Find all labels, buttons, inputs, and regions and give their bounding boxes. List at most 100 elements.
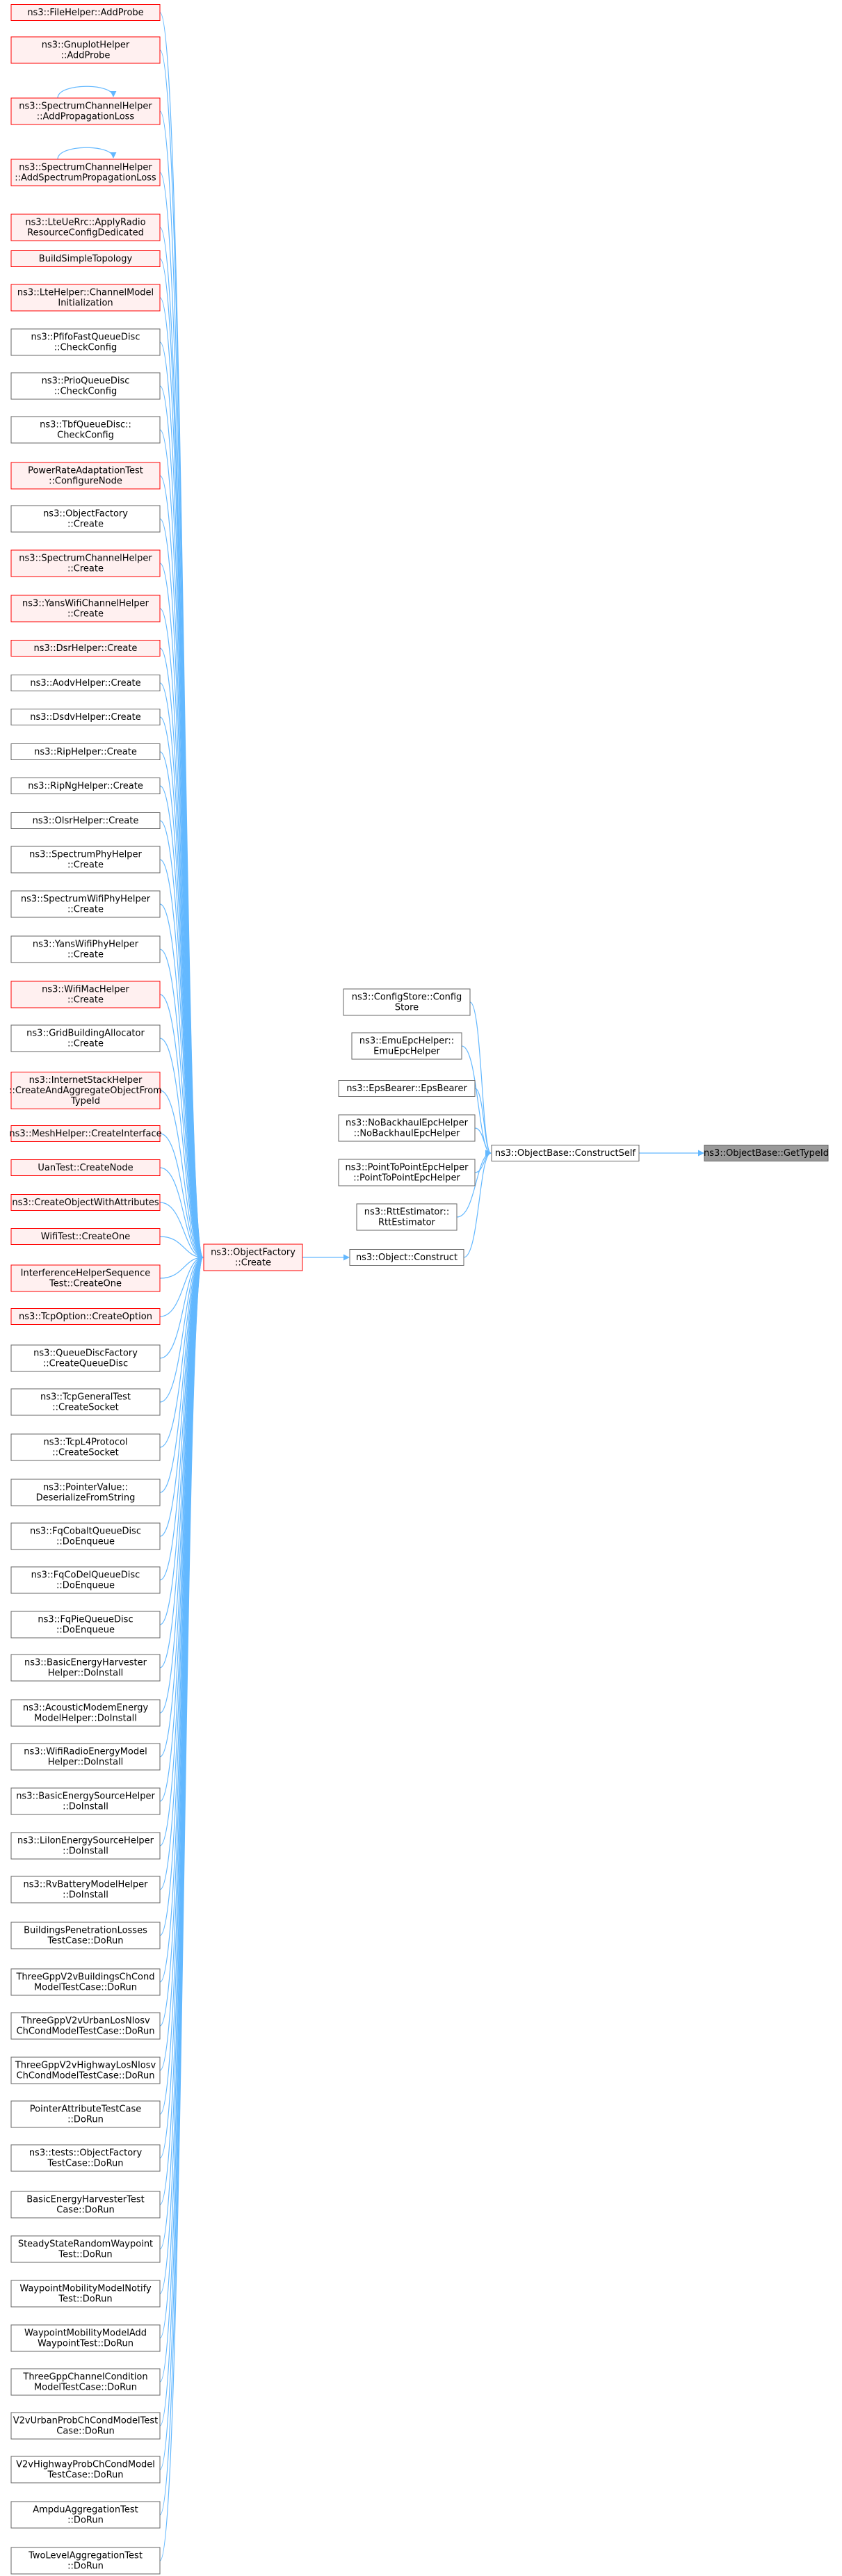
node-label-c42-line-0: ns3::BasicEnergySourceHelper: [16, 1792, 155, 1802]
edge-c25-to-ofcreate: [159, 1090, 204, 1261]
node-c45[interactable]: BuildingsPenetrationLossesTestCase::DoRu…: [10, 1922, 161, 1949]
node-nobackhaul[interactable]: ns3::NoBackhaulEpcHelper::NoBackhaulEpcH…: [338, 1114, 476, 1142]
node-c58[interactable]: AmpduAggregationTest::DoRun: [10, 2501, 161, 2529]
node-c18[interactable]: ns3::RipNgHelper::Create: [10, 778, 161, 794]
node-c49[interactable]: PointerAttributeTestCase::DoRun: [10, 2100, 161, 2128]
node-c4[interactable]: ns3::LteUeRrc::ApplyRadioResourceConfigD…: [10, 214, 161, 241]
node-label-c56-line-1: Case::DoRun: [56, 2426, 114, 2437]
node-cself[interactable]: ns3::ObjectBase::ConstructSelf: [491, 1145, 640, 1161]
node-c35[interactable]: ns3::PointerValue::DeserializeFromString: [10, 1479, 161, 1506]
node-p2pepc[interactable]: ns3::PointToPointEpcHelper::PointToPoint…: [338, 1159, 476, 1186]
node-label-rtt-line-1: RttEstimator: [378, 1218, 436, 1228]
node-label-c12-line-0: ns3::SpectrumChannelHelper: [19, 554, 152, 564]
node-box-p2pepc: [338, 1159, 476, 1186]
node-label-c53-line-0: WaypointMobilityModelNotify: [19, 2284, 152, 2294]
node-label-c4-line-1: ResourceConfigDedicated: [27, 228, 144, 239]
node-c28[interactable]: ns3::CreateObjectWithAttributes: [10, 1194, 161, 1211]
node-c1[interactable]: ns3::GnuplotHelper::AddProbe: [10, 36, 161, 64]
node-c12[interactable]: ns3::SpectrumChannelHelper::Create: [10, 549, 161, 577]
node-c26[interactable]: ns3::MeshHelper::CreateInterface: [9, 1125, 162, 1142]
node-c10[interactable]: PowerRateAdaptationTest::ConfigureNode: [10, 462, 161, 490]
node-box-c43: [10, 1832, 161, 1860]
node-c13[interactable]: ns3::YansWifiChannelHelper::Create: [10, 595, 161, 622]
node-box-c3: [10, 159, 161, 186]
node-c47[interactable]: ThreeGppV2vUrbanLosNlosvChCondModelTestC…: [10, 2012, 161, 2040]
node-c37[interactable]: ns3::FqCoDelQueueDisc::DoEnqueue: [10, 1566, 161, 1594]
node-label-c0-line-0: ns3::FileHelper::AddProbe: [27, 8, 143, 18]
node-c19[interactable]: ns3::OlsrHelper::Create: [10, 812, 161, 829]
node-label-c13-line-0: ns3::YansWifiChannelHelper: [22, 599, 149, 609]
node-c9[interactable]: ns3::TbfQueueDisc::CheckConfig: [10, 416, 161, 444]
node-c39[interactable]: ns3::BasicEnergyHarvesterHelper::DoInsta…: [10, 1654, 161, 1682]
node-label-c2-line-0: ns3::SpectrumChannelHelper: [19, 102, 152, 112]
node-c15[interactable]: ns3::AodvHelper::Create: [10, 675, 161, 691]
node-c27[interactable]: UanTest::CreateNode: [10, 1159, 161, 1176]
node-c24[interactable]: ns3::GridBuildingAllocator::Create: [10, 1024, 161, 1052]
node-c36[interactable]: ns3::FqCobaltQueueDisc::DoEnqueue: [10, 1522, 161, 1550]
node-c6[interactable]: ns3::LteHelper::ChannelModelInitializati…: [10, 284, 161, 312]
node-c38[interactable]: ns3::FqPieQueueDisc::DoEnqueue: [10, 1611, 161, 1639]
node-label-c44-line-1: ::DoInstall: [63, 1890, 108, 1901]
node-c46[interactable]: ThreeGppV2vBuildingsChCondModelTestCase:…: [10, 1968, 161, 1996]
node-configstore[interactable]: ns3::ConfigStore::ConfigStore: [343, 988, 471, 1016]
node-root[interactable]: ns3::ObjectBase::GetTypeId: [704, 1145, 829, 1161]
node-label-c35-line-0: ns3::PointerValue::: [43, 1483, 128, 1493]
node-emuepc[interactable]: ns3::EmuEpcHelper::EmuEpcHelper: [351, 1032, 462, 1060]
node-epsbearer[interactable]: ns3::EpsBearer::EpsBearer: [338, 1080, 476, 1097]
node-c7[interactable]: ns3::PfifoFastQueueDisc::CheckConfig: [10, 328, 161, 356]
node-box-c38: [10, 1611, 161, 1639]
node-c16[interactable]: ns3::DsdvHelper::Create: [10, 709, 161, 725]
node-label-c34-line-1: ::CreateSocket: [52, 1448, 118, 1458]
node-c33[interactable]: ns3::TcpGeneralTest::CreateSocket: [10, 1388, 161, 1416]
node-label-c33-line-0: ns3::TcpGeneralTest: [40, 1392, 131, 1403]
node-c22[interactable]: ns3::YansWifiPhyHelper::Create: [10, 935, 161, 963]
node-objconstruct[interactable]: ns3::Object::Construct: [349, 1249, 464, 1266]
node-c34[interactable]: ns3::TcpL4Protocol::CreateSocket: [10, 1433, 161, 1461]
node-box-c53: [10, 2280, 161, 2308]
node-c17[interactable]: ns3::RipHelper::Create: [10, 743, 161, 760]
node-label-c34-line-0: ns3::TcpL4Protocol: [43, 1438, 127, 1448]
node-c54[interactable]: WaypointMobilityModelAddWaypointTest::Do…: [10, 2324, 161, 2352]
node-c42[interactable]: ns3::BasicEnergySourceHelper::DoInstall: [10, 1787, 161, 1815]
node-c41[interactable]: ns3::WifiRadioEnergyModelHelper::DoInsta…: [10, 1743, 161, 1771]
node-c23[interactable]: ns3::WifiMacHelper::Create: [10, 981, 161, 1008]
node-label-c30-line-1: Test::CreateOne: [49, 1279, 122, 1289]
node-c21[interactable]: ns3::SpectrumWifiPhyHelper::Create: [10, 890, 161, 918]
node-box-configstore: [343, 988, 471, 1016]
node-c0[interactable]: ns3::FileHelper::AddProbe: [10, 4, 161, 21]
node-c14[interactable]: ns3::DsrHelper::Create: [10, 640, 161, 657]
node-ofcreate[interactable]: ns3::ObjectFactory::Create: [203, 1243, 303, 1271]
node-c30[interactable]: InterferenceHelperSequenceTest::CreateOn…: [10, 1264, 161, 1292]
node-box-c4: [10, 214, 161, 241]
node-label-c9-line-0: ns3::TbfQueueDisc::: [40, 420, 131, 430]
node-c43[interactable]: ns3::LiIonEnergySourceHelper::DoInstall: [10, 1832, 161, 1860]
node-c8[interactable]: ns3::PrioQueueDisc::CheckConfig: [10, 372, 161, 400]
node-c25[interactable]: ns3::InternetStackHelper::CreateAndAggre…: [9, 1072, 162, 1109]
node-c40[interactable]: ns3::AcousticModemEnergyModelHelper::DoI…: [10, 1699, 161, 1727]
node-c55[interactable]: ThreeGppChannelConditionModelTestCase::D…: [10, 2368, 161, 2396]
node-c48[interactable]: ThreeGppV2vHighwayLosNlosvChCondModelTes…: [10, 2056, 161, 2084]
node-c2[interactable]: ns3::SpectrumChannelHelper::AddPropagati…: [10, 97, 161, 125]
node-box-c21: [10, 890, 161, 918]
node-label-c55-line-1: ModelTestCase::DoRun: [34, 2383, 137, 2393]
node-c5[interactable]: BuildSimpleTopology: [10, 250, 161, 267]
node-label-c59-line-0: TwoLevelAggregationTest: [28, 2551, 143, 2561]
node-c29[interactable]: WifiTest::CreateOne: [10, 1228, 161, 1245]
node-c20[interactable]: ns3::SpectrumPhyHelper::Create: [10, 846, 161, 874]
node-c3[interactable]: ns3::SpectrumChannelHelper::AddSpectrumP…: [10, 159, 161, 186]
node-c32[interactable]: ns3::QueueDiscFactory::CreateQueueDisc: [10, 1344, 161, 1372]
node-rtt[interactable]: ns3::RttEstimator::RttEstimator: [356, 1203, 458, 1231]
node-c31[interactable]: ns3::TcpOption::CreateOption: [10, 1308, 161, 1325]
node-label-c28-line-0: ns3::CreateObjectWithAttributes: [12, 1198, 159, 1208]
node-c11[interactable]: ns3::ObjectFactory::Create: [10, 505, 161, 533]
node-label-c58-line-1: ::DoRun: [67, 2515, 104, 2526]
node-c44[interactable]: ns3::RvBatteryModelHelper::DoInstall: [10, 1876, 161, 1903]
node-c59[interactable]: TwoLevelAggregationTest::DoRun: [10, 2547, 161, 2575]
